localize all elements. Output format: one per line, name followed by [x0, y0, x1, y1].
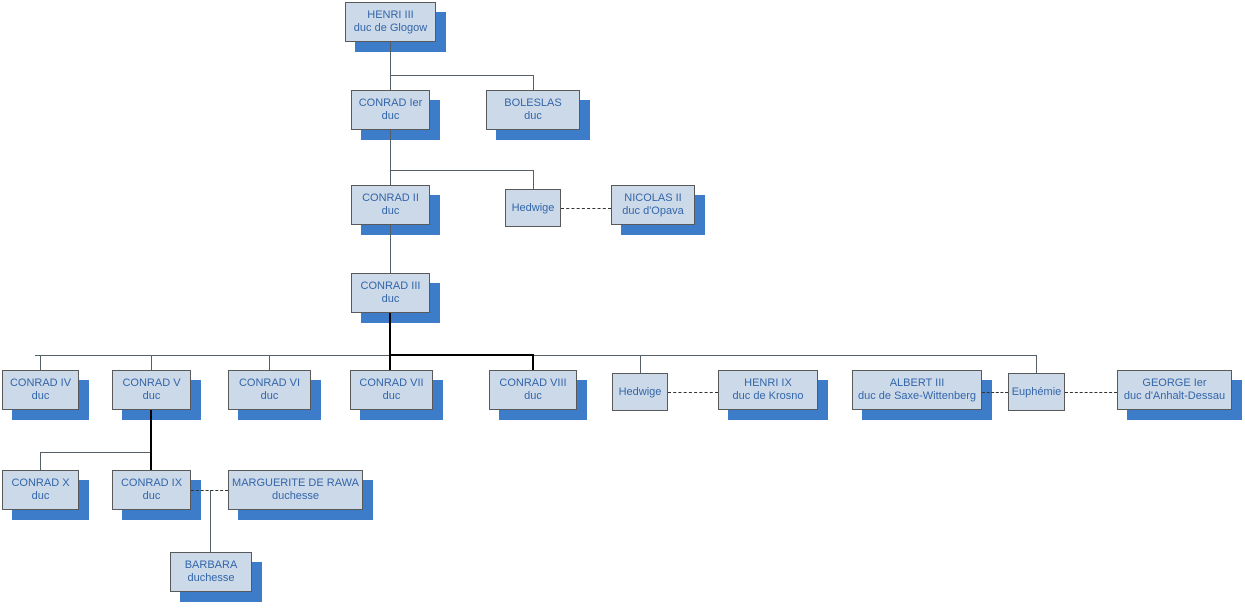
connector-conrad5-drop	[151, 355, 152, 370]
person-title: duc	[524, 390, 542, 402]
connector-conrad3-stem	[389, 313, 391, 355]
marriage-conrad9-marguerite	[191, 490, 228, 491]
person-title: duc	[381, 293, 400, 305]
person-name: Hedwige	[618, 385, 662, 398]
connector-conrad9-drop	[150, 452, 152, 470]
connector-conrad1-drop	[390, 75, 391, 90]
person-node-conrad1[interactable]: CONRAD Ier duc	[351, 90, 430, 130]
person-name: ALBERT III	[889, 377, 945, 389]
person-node-conrad8[interactable]: CONRAD VIII duc	[489, 370, 577, 410]
person-node-hedwige2[interactable]: Hedwige	[612, 373, 668, 411]
person-title: duc	[31, 390, 50, 402]
person-title: duc	[260, 390, 279, 402]
person-node-barbara[interactable]: BARBARA duchesse	[170, 552, 252, 592]
person-node-marguerite[interactable]: MARGUERITE DE RAWA duchesse	[228, 470, 363, 510]
person-title: duc de Krosno	[732, 390, 804, 402]
person-title: duc	[31, 490, 50, 502]
person-title: duc	[524, 110, 542, 122]
person-title: duc d'Anhalt-Dessau	[1123, 390, 1226, 402]
person-node-albert3[interactable]: ALBERT III duc de Saxe-Wittenberg	[852, 370, 982, 410]
person-node-conrad2[interactable]: CONRAD II duc	[351, 185, 430, 225]
person-name: HENRI IX	[744, 377, 792, 389]
person-name: Hedwige	[511, 201, 555, 214]
person-node-conrad5[interactable]: CONRAD V duc	[112, 370, 191, 410]
connector-henri3-bus	[390, 75, 533, 76]
person-node-henri3[interactable]: HENRI III duc de Glogow	[345, 2, 436, 42]
person-name: MARGUERITE DE RAWA	[232, 477, 359, 489]
person-title: duc	[142, 390, 161, 402]
person-title: duc de Saxe-Wittenberg	[857, 390, 976, 402]
person-name: CONRAD II	[362, 192, 419, 204]
person-name: CONRAD VII	[359, 377, 424, 389]
person-node-henri9[interactable]: HENRI IX duc de Krosno	[718, 370, 818, 410]
connector-main-bus-center	[389, 354, 534, 356]
person-name: HENRI III	[367, 9, 414, 21]
person-node-conrad10[interactable]: CONRAD X duc	[2, 470, 79, 510]
person-name: CONRAD VI	[238, 377, 301, 389]
person-name: Euphémie	[1011, 385, 1062, 398]
connector-conrad5-stem	[150, 410, 152, 453]
person-name: BOLESLAS	[504, 97, 562, 109]
marriage-euphemie-george1	[1065, 392, 1117, 393]
person-title: duchesse	[187, 572, 235, 584]
person-node-conrad9[interactable]: CONRAD IX duc	[112, 470, 191, 510]
connector-conrad1-stem	[390, 130, 391, 170]
person-name: CONRAD VIII	[499, 377, 567, 389]
connector-main-bus-left	[35, 355, 390, 356]
person-node-conrad3[interactable]: CONRAD III duc	[351, 273, 430, 313]
person-node-euphemie[interactable]: Euphémie	[1008, 373, 1065, 411]
connector-boleslas-drop	[533, 75, 534, 90]
connector-conrad8-drop	[532, 355, 534, 370]
connector-henri3-stem	[390, 42, 391, 75]
person-title: duc de Glogow	[353, 22, 428, 34]
person-title: duc	[142, 490, 161, 502]
connector-conrad5-bus	[40, 452, 151, 453]
connector-hedwige1-drop	[533, 170, 534, 189]
person-name: BARBARA	[184, 559, 238, 571]
person-title: duc	[382, 390, 401, 402]
person-node-hedwige1[interactable]: Hedwige	[505, 189, 561, 227]
connector-conrad2-stem	[390, 225, 391, 273]
connector-conrad2-drop	[390, 170, 391, 185]
person-name: GEORGE Ier	[1142, 377, 1207, 389]
person-name: NICOLAS II	[624, 192, 682, 204]
connector-main-bus-right	[533, 355, 1037, 356]
person-node-george1[interactable]: GEORGE Ier duc d'Anhalt-Dessau	[1117, 370, 1232, 410]
connector-conrad1-bus	[390, 170, 533, 171]
person-node-conrad6[interactable]: CONRAD VI duc	[228, 370, 311, 410]
connector-conrad7-drop	[389, 355, 391, 370]
person-title: duc d'Opava	[622, 205, 684, 217]
person-name: CONRAD V	[122, 377, 181, 389]
person-name: CONRAD III	[360, 280, 421, 292]
person-name: CONRAD IX	[120, 477, 183, 489]
connector-hedwige2-drop	[640, 355, 641, 373]
marriage-hedwige1-nicolas2	[561, 208, 611, 209]
person-node-conrad7[interactable]: CONRAD VII duc	[350, 370, 433, 410]
person-title: duc	[381, 205, 400, 217]
person-node-conrad4[interactable]: CONRAD IV duc	[2, 370, 79, 410]
connector-conrad4-drop	[40, 355, 41, 370]
connector-euphemie-drop	[1036, 355, 1037, 373]
person-node-nicolas2[interactable]: NICOLAS II duc d'Opava	[611, 185, 695, 225]
person-name: CONRAD X	[11, 477, 70, 489]
connector-conrad10-drop	[40, 452, 41, 470]
connector-barbara-stem	[210, 490, 211, 552]
marriage-hedwige2-henri9	[668, 392, 718, 393]
person-name: CONRAD IV	[9, 377, 72, 389]
person-name: CONRAD Ier	[358, 97, 423, 109]
person-node-boleslas[interactable]: BOLESLAS duc	[486, 90, 580, 130]
marriage-albert3-euphemie	[982, 392, 1008, 393]
person-title: duchesse	[271, 490, 320, 502]
person-title: duc	[381, 110, 400, 122]
connector-conrad6-drop	[269, 355, 270, 370]
